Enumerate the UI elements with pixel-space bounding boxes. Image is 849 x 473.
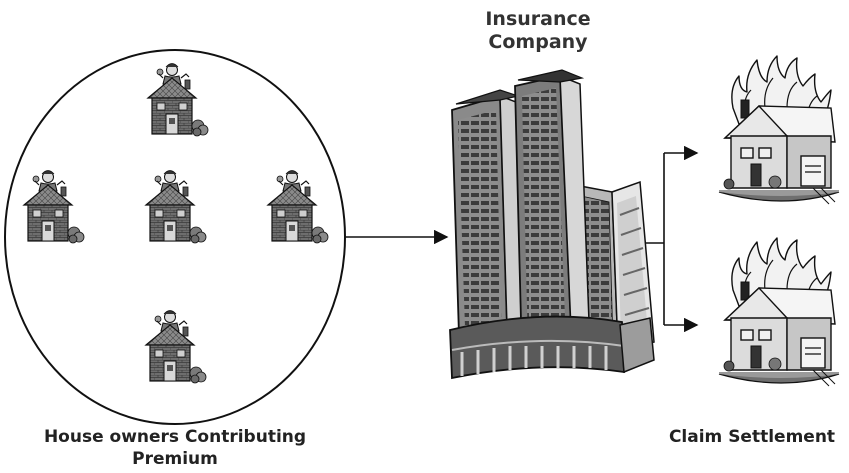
office-building-icon	[449, 69, 655, 380]
insurance-company-label: Insurance Company	[468, 8, 608, 54]
insurance-company-label-line1: Insurance	[485, 8, 591, 30]
house-owner-icon	[267, 169, 329, 244]
house-owners-label-line2: Premium	[132, 449, 218, 469]
burning-house-icon	[718, 237, 840, 387]
house-owners-label-line1: House owners Contributing	[43, 427, 307, 447]
house-owner-icon	[145, 309, 207, 384]
house-owner-icon	[147, 62, 209, 137]
house-owners-label: House owners Contributing Premium	[10, 426, 340, 470]
insurance-company-label-line2: Company	[488, 31, 588, 53]
house-owner-icon	[23, 169, 85, 244]
branch-connector	[646, 153, 665, 325]
house-owner-icon	[145, 169, 207, 244]
burning-house-icon	[718, 55, 840, 205]
claim-settlement-label: Claim Settlement	[668, 427, 836, 447]
